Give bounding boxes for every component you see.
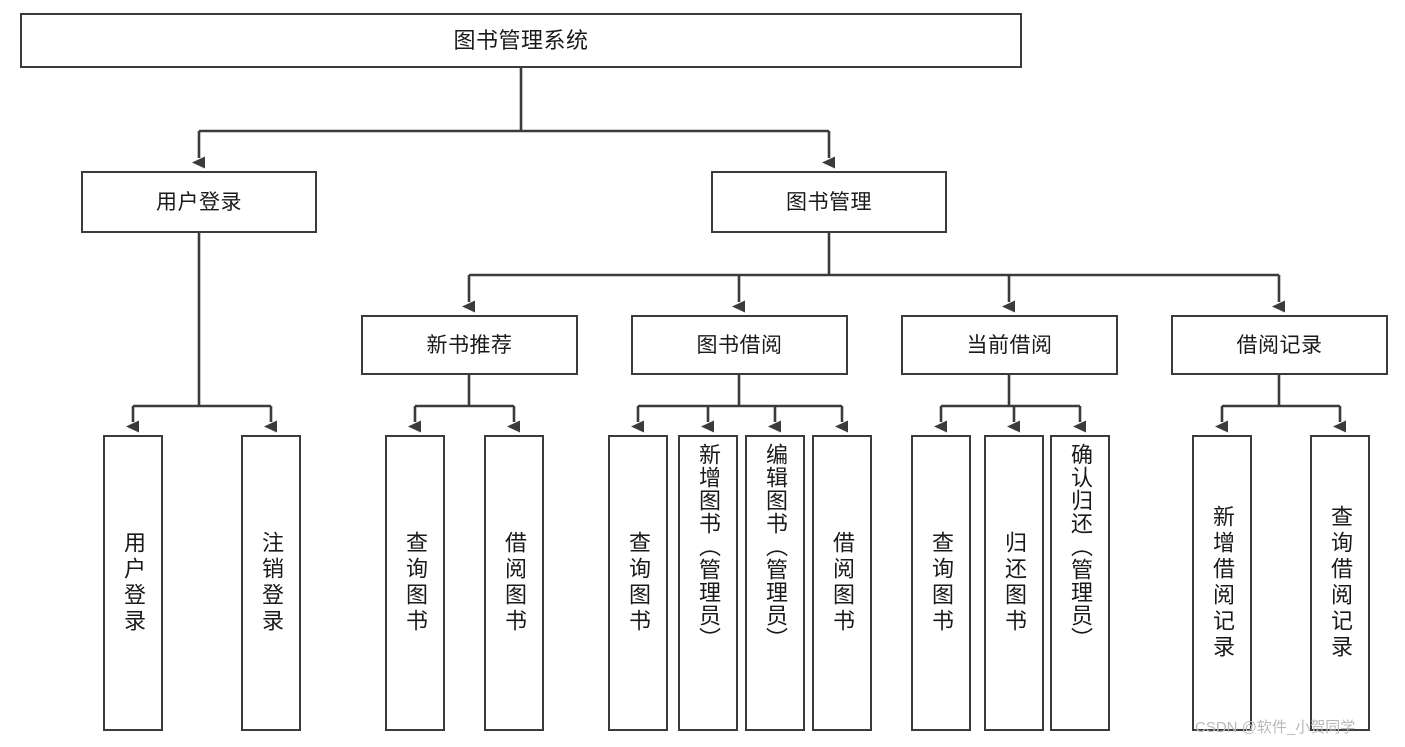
node-leaf-user-logout-label: 注销登录 xyxy=(259,531,284,635)
node-borrow-record-label: 借阅记录 xyxy=(1236,333,1323,357)
node-borrow-record[interactable]: 借阅记录 xyxy=(1171,315,1388,375)
node-root[interactable]: 图书管理系统 xyxy=(20,13,1022,68)
node-book-borrow-label: 图书借阅 xyxy=(696,333,783,357)
node-leaf-rec-query-label: 查询图书 xyxy=(403,531,428,635)
node-leaf-user-login-label: 用户登录 xyxy=(121,531,146,635)
node-leaf-cur-query-label: 查询图书 xyxy=(929,531,954,635)
node-leaf-rec-borrow[interactable]: 借阅图书 xyxy=(484,435,544,731)
node-leaf-user-logout[interactable]: 注销登录 xyxy=(241,435,301,731)
node-new-book-rec-label: 新书推荐 xyxy=(426,333,513,357)
node-leaf-borrow-lend[interactable]: 借阅图书 xyxy=(812,435,872,731)
node-current-borrow[interactable]: 当前借阅 xyxy=(901,315,1118,375)
node-leaf-cur-confirm[interactable]: 确认归还（管理员） xyxy=(1050,435,1110,731)
node-leaf-cur-return[interactable]: 归还图书 xyxy=(984,435,1044,731)
node-leaf-rec-query[interactable]: 查询图书 xyxy=(385,435,445,731)
node-leaf-borrow-query-label: 查询图书 xyxy=(626,531,651,635)
node-user-login-label: 用户登录 xyxy=(156,190,242,214)
node-book-borrow[interactable]: 图书借阅 xyxy=(631,315,848,375)
node-leaf-rec-add[interactable]: 新增借阅记录 xyxy=(1192,435,1252,731)
node-leaf-borrow-lend-label: 借阅图书 xyxy=(830,531,855,635)
node-book-manage-label: 图书管理 xyxy=(786,190,872,214)
node-leaf-borrow-edit[interactable]: 编辑图书（管理员） xyxy=(745,435,805,731)
node-leaf-rec-query2-label: 查询借阅记录 xyxy=(1328,505,1353,661)
node-new-book-rec[interactable]: 新书推荐 xyxy=(361,315,578,375)
csdn-watermark: CSDN @软件_小贺同学 xyxy=(1195,719,1356,736)
node-book-manage[interactable]: 图书管理 xyxy=(711,171,947,233)
node-leaf-borrow-add-label: 新增图书（管理员） xyxy=(696,443,721,650)
node-leaf-borrow-add[interactable]: 新增图书（管理员） xyxy=(678,435,738,731)
node-leaf-rec-add-label: 新增借阅记录 xyxy=(1210,505,1235,661)
node-leaf-cur-return-label: 归还图书 xyxy=(1002,531,1027,635)
node-leaf-cur-query[interactable]: 查询图书 xyxy=(911,435,971,731)
node-leaf-rec-borrow-label: 借阅图书 xyxy=(502,531,527,635)
node-user-login[interactable]: 用户登录 xyxy=(81,171,317,233)
node-root-label: 图书管理系统 xyxy=(453,27,589,53)
node-leaf-user-login[interactable]: 用户登录 xyxy=(103,435,163,731)
node-leaf-borrow-edit-label: 编辑图书（管理员） xyxy=(763,443,788,650)
node-leaf-cur-confirm-label: 确认归还（管理员） xyxy=(1068,443,1093,650)
node-current-borrow-label: 当前借阅 xyxy=(966,333,1053,357)
node-leaf-rec-query2[interactable]: 查询借阅记录 xyxy=(1310,435,1370,731)
node-leaf-borrow-query[interactable]: 查询图书 xyxy=(608,435,668,731)
